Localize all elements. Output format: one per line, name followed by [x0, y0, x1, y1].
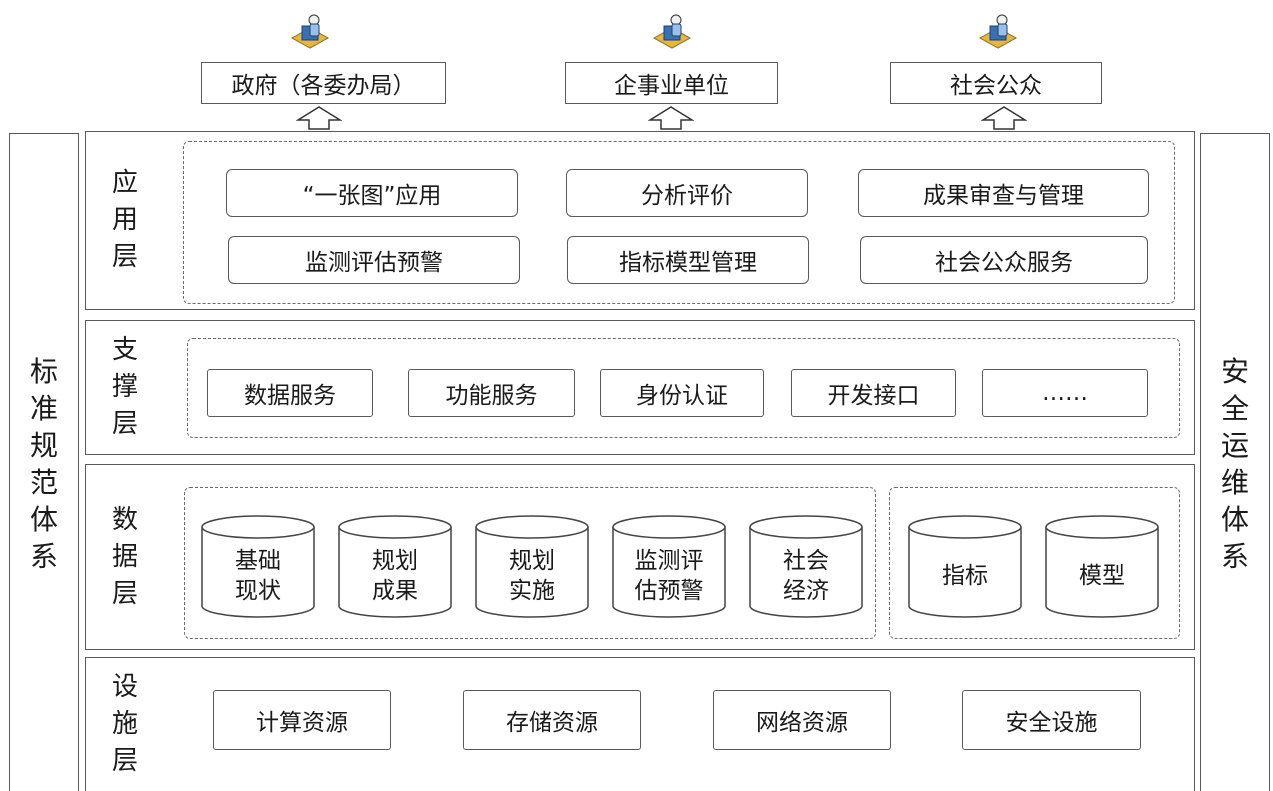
app-result-review: 成果审查与管理: [858, 169, 1149, 217]
support-more: ……: [982, 369, 1148, 417]
support-layer-title: 支 撑 层: [111, 335, 138, 439]
app-monitoring-warning: 监测评估预警: [228, 236, 520, 284]
application-group: [183, 141, 1175, 304]
database-indicators: 指标: [908, 515, 1022, 618]
infrastructure-layer-title: 设 施 层: [111, 671, 138, 776]
infra-security-facilities: 安全设施: [962, 690, 1141, 750]
infra-storage: 存储资源: [463, 690, 641, 750]
stakeholder-government: 政府（各委办局）: [201, 62, 446, 104]
support-function-service: 功能服务: [408, 369, 575, 417]
application-layer-title: 应 用 层: [111, 168, 138, 272]
user-icon: [650, 12, 694, 52]
security-ops-system-column: 安 全 运 维 体 系: [1200, 133, 1270, 791]
stakeholder-enterprises: 企事业单位: [565, 62, 778, 104]
security-ops-system-title: 安 全 运 维 体 系: [1220, 355, 1249, 573]
support-data-service: 数据服务: [207, 369, 373, 417]
indicator-model-group: [889, 487, 1180, 639]
data-layer-title: 数 据 层: [111, 504, 138, 609]
app-public-service: 社会公众服务: [860, 236, 1148, 284]
app-one-map: “一张图”应用: [226, 169, 518, 217]
database-planning-implementation: 规划实施: [475, 515, 589, 618]
database-monitoring-warning: 监测评估预警: [612, 515, 726, 618]
support-group: [187, 338, 1180, 438]
standards-system-title: 标 准 规 范 体 系: [29, 355, 58, 573]
database-basic-status: 基础现状: [201, 515, 315, 618]
support-identity-auth: 身份认证: [600, 369, 764, 417]
user-icon: [288, 12, 332, 52]
infra-network: 网络资源: [713, 690, 891, 750]
infra-computing: 计算资源: [213, 690, 391, 750]
database-planning-results: 规划成果: [338, 515, 452, 618]
stakeholder-public: 社会公众: [890, 62, 1102, 104]
standards-system-column: 标 准 规 范 体 系: [9, 133, 79, 791]
support-dev-interface: 开发接口: [791, 369, 956, 417]
database-socio-economic: 社会经济: [749, 515, 863, 618]
database-group: [184, 487, 876, 639]
app-analysis-evaluation: 分析评价: [566, 169, 808, 217]
database-models: 模型: [1045, 515, 1159, 618]
app-indicator-model-mgmt: 指标模型管理: [567, 236, 809, 284]
user-icon: [976, 12, 1020, 52]
up-arrow-icon: [980, 106, 1028, 130]
up-arrow-icon: [647, 106, 695, 130]
up-arrow-icon: [295, 106, 343, 130]
